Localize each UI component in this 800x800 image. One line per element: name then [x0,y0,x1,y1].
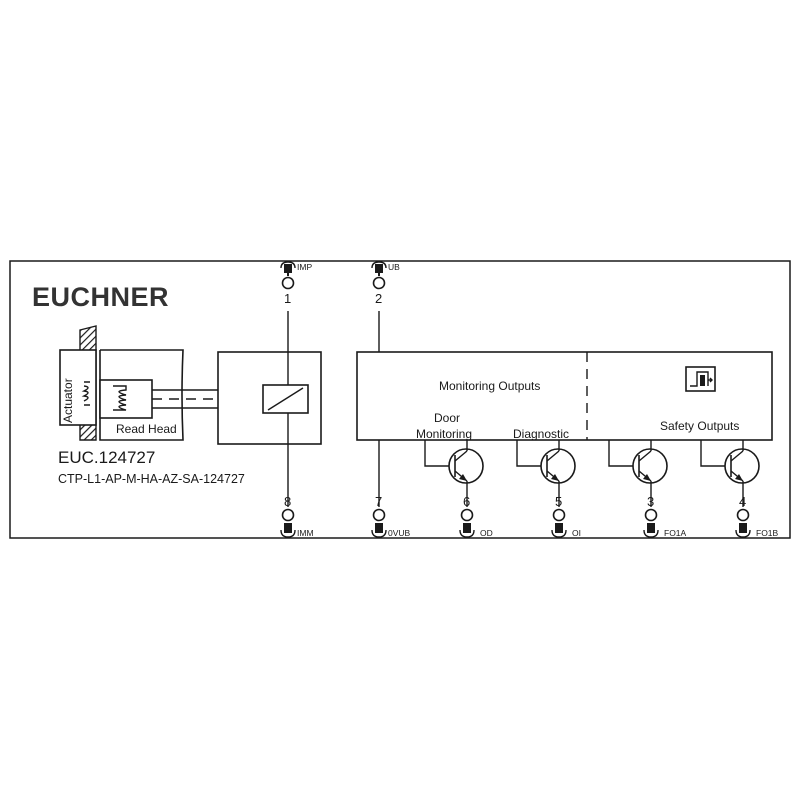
terminal-fo1a-number: 3 [647,494,654,509]
read-head-housing [99,349,184,441]
transistor-icon [516,440,576,507]
plug-connector-icon [284,523,292,533]
terminal-fo1b [735,508,751,538]
transistor-icon [424,440,484,507]
plug-connector-icon [555,523,563,533]
terminal-0vub-number: 7 [375,494,382,509]
read-head-label: Read Head [116,422,177,436]
transistor-icon [700,440,760,507]
terminal-imm-number: 8 [284,494,291,509]
terminal-imm [280,508,296,538]
plug-connector-icon [284,264,292,276]
terminal-imp-signal: IMP [297,262,312,272]
terminal-oi [551,508,567,538]
door-monitoring-label-1: Door [434,411,460,425]
plug-connector-icon [375,264,383,276]
terminal-0vub-signal: 0VUB [388,528,411,538]
actuator-assembly [59,325,262,441]
terminal-imp [280,261,296,290]
order-number: EUC.124727 [58,448,155,467]
actuator-box [59,349,97,426]
terminal-fo1a-signal: FO1A [664,528,687,538]
transistor-icon [608,440,668,507]
terminal-od-signal: OD [480,528,493,538]
coil-icon [81,381,90,406]
diagnostic-label: Diagnostic [513,427,569,441]
terminal-ub-number: 2 [375,291,382,306]
actuator-label: Actuator [61,378,75,423]
terminal-od [459,508,475,538]
terminal-imm-signal: IMM [297,528,314,538]
plug-connector-icon [647,523,655,533]
terminal-ub-signal: UB [388,262,400,272]
terminal-0vub [371,508,387,538]
plug-connector-icon [463,523,471,533]
terminal-od-number: 6 [463,494,470,509]
plug-connector-icon [739,523,747,533]
read-head-coil-icon [113,385,127,411]
terminal-oi-signal: OI [572,528,581,538]
door-monitoring-label-2: Monitoring [416,427,472,441]
terminal-imp-number: 1 [284,291,291,306]
diagram-frame [9,260,791,539]
terminal-fo1b-number: 4 [739,494,746,509]
model-code: CTP-L1-AP-M-HA-AZ-SA-124727 [58,472,245,486]
safety-outputs-label: Safety Outputs [660,419,739,433]
terminal-fo1b-signal: FO1B [756,528,779,538]
euchner-logo: EUCHNER [32,282,169,312]
terminal-ub [371,261,387,290]
terminal-fo1a [643,508,659,538]
safety-switch-symbol-icon [685,366,716,392]
terminal-oi-number: 5 [555,494,562,509]
plug-connector-icon [375,523,383,533]
monitoring-outputs-label: Monitoring Outputs [439,379,540,393]
